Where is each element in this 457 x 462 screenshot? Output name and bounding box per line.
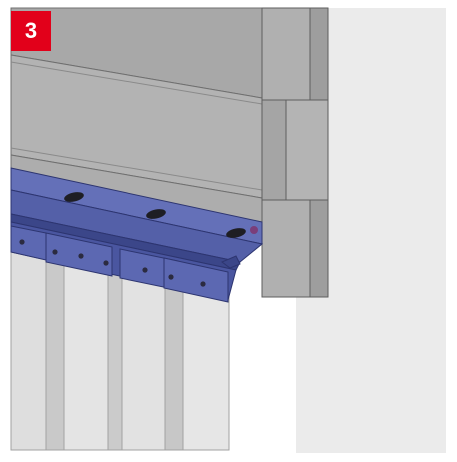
brick <box>261 99 287 201</box>
wall-joint <box>10 61 263 105</box>
curtain-strip-edge <box>164 269 184 451</box>
wall-joint <box>10 147 263 191</box>
rivet-icon <box>142 267 148 273</box>
bolt-icon <box>64 192 84 202</box>
hanger <box>163 257 229 303</box>
curtain-strip <box>121 264 169 451</box>
rivet-icon <box>103 260 109 266</box>
bolt-icon <box>226 228 246 238</box>
curtain-strip-edge <box>107 254 123 451</box>
strip-curtain <box>10 249 230 451</box>
rivet-icon <box>200 281 206 287</box>
track-hook <box>221 255 241 269</box>
wall <box>10 7 263 223</box>
curtain-strip <box>182 284 230 451</box>
curtain-strip <box>63 254 113 451</box>
brick <box>261 7 311 101</box>
bolt-icon <box>250 226 258 234</box>
brick <box>309 199 329 298</box>
step-badge: 3 <box>11 11 51 51</box>
bolt-icon <box>146 209 166 219</box>
rivets <box>19 239 206 287</box>
brick <box>285 99 329 201</box>
brick <box>309 7 329 101</box>
rivet-icon <box>52 249 58 255</box>
curtain-strip <box>10 249 50 451</box>
rivet-icon <box>19 239 25 245</box>
bolts <box>64 192 258 238</box>
brick <box>261 199 311 298</box>
curtain-strip-edge <box>45 249 65 451</box>
wall-end-bricks <box>261 7 329 298</box>
step-number: 3 <box>24 18 38 43</box>
rivet-icon <box>168 274 174 280</box>
rivet-icon <box>78 253 84 259</box>
